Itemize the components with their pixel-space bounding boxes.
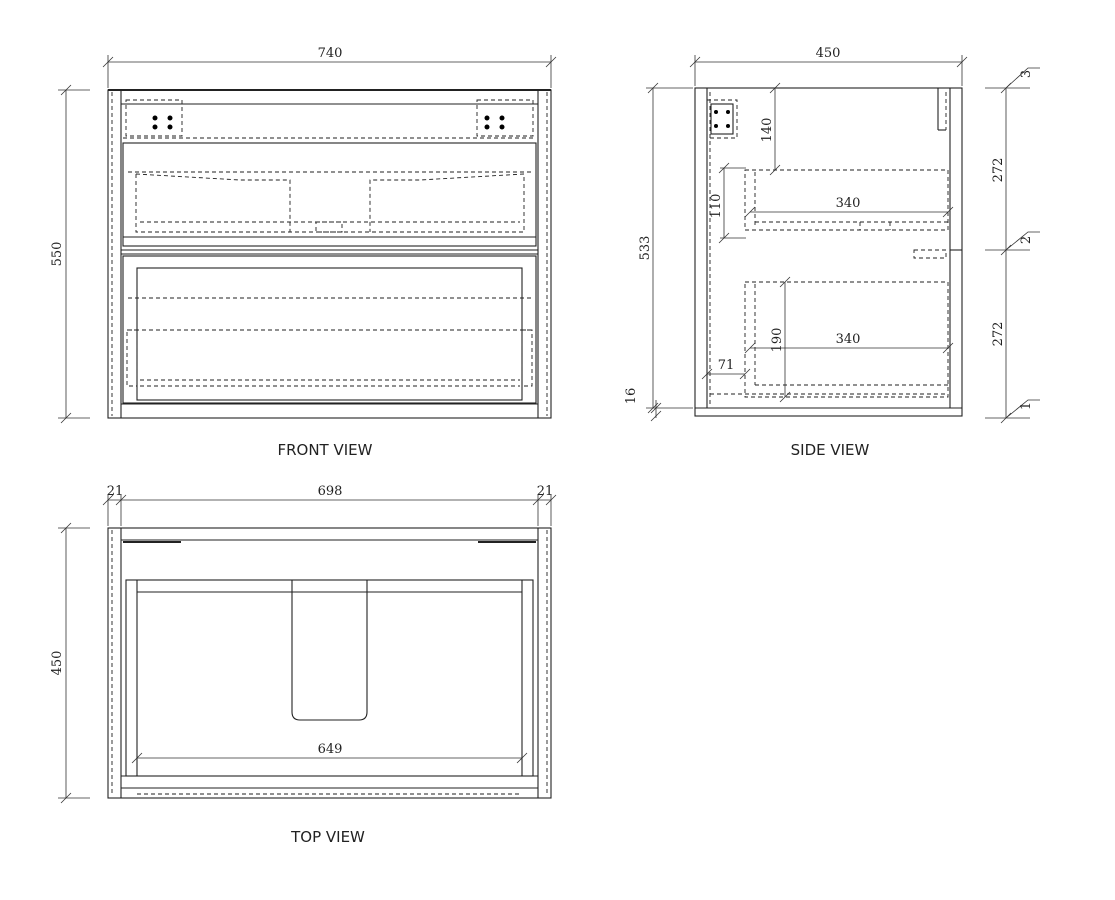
front-height-dim: 550 [50,242,65,267]
side-view-caption: SIDE VIEW [791,441,870,459]
front-upper-drawer [122,142,537,247]
side-bracket [706,99,738,139]
front-bracket-left [125,99,183,137]
side-plinth-dim: 16 [624,388,639,405]
top-drawer-width-dim: 649 [318,742,343,757]
top-siphon-cutout [291,580,368,721]
side-depth-dim: 450 [816,46,841,61]
side-drawer2-depth-dim: 340 [836,332,861,347]
side-lower-drawer-height-dim: 272 [991,322,1006,347]
front-view-caption: FRONT VIEW [277,441,372,459]
top-view: 698 21 21 450 649 TOP VIEW [50,484,557,846]
side-gap-mid-dim: 2 [1019,236,1034,244]
side-drawer2-front-dim: 190 [770,328,785,353]
front-lower-drawer [122,255,537,404]
side-upper-drawer-height-dim: 272 [991,158,1006,183]
side-cabinet-outline [694,87,963,417]
side-view: 450 533 16 140 110 340 190 [624,46,1040,459]
side-gap-top-dim: 3 [1019,70,1034,78]
top-view-caption: TOP VIEW [290,828,365,846]
front-bracket-right [476,99,534,137]
side-drawer1-depth-dim: 340 [836,196,861,211]
top-depth-dim: 450 [50,651,65,676]
top-left-side-dim: 21 [107,484,124,499]
top-right-side-dim: 21 [537,484,554,499]
side-drawer2-offset-dim: 71 [718,358,735,373]
side-gap-bottom-dim: 1 [1019,402,1034,410]
side-lower-drawer [744,281,949,398]
side-top-gap-dim: 140 [760,118,775,143]
top-cabinet-outline [107,527,552,799]
front-view: 740 550 FRONT VIEW [50,46,557,459]
top-inner-width-dim: 698 [318,484,343,499]
front-width-dim: 740 [318,46,343,61]
side-upper-drawer [744,169,949,231]
side-height-dim: 533 [638,236,653,261]
side-drawer1-front-dim: 110 [709,194,724,219]
